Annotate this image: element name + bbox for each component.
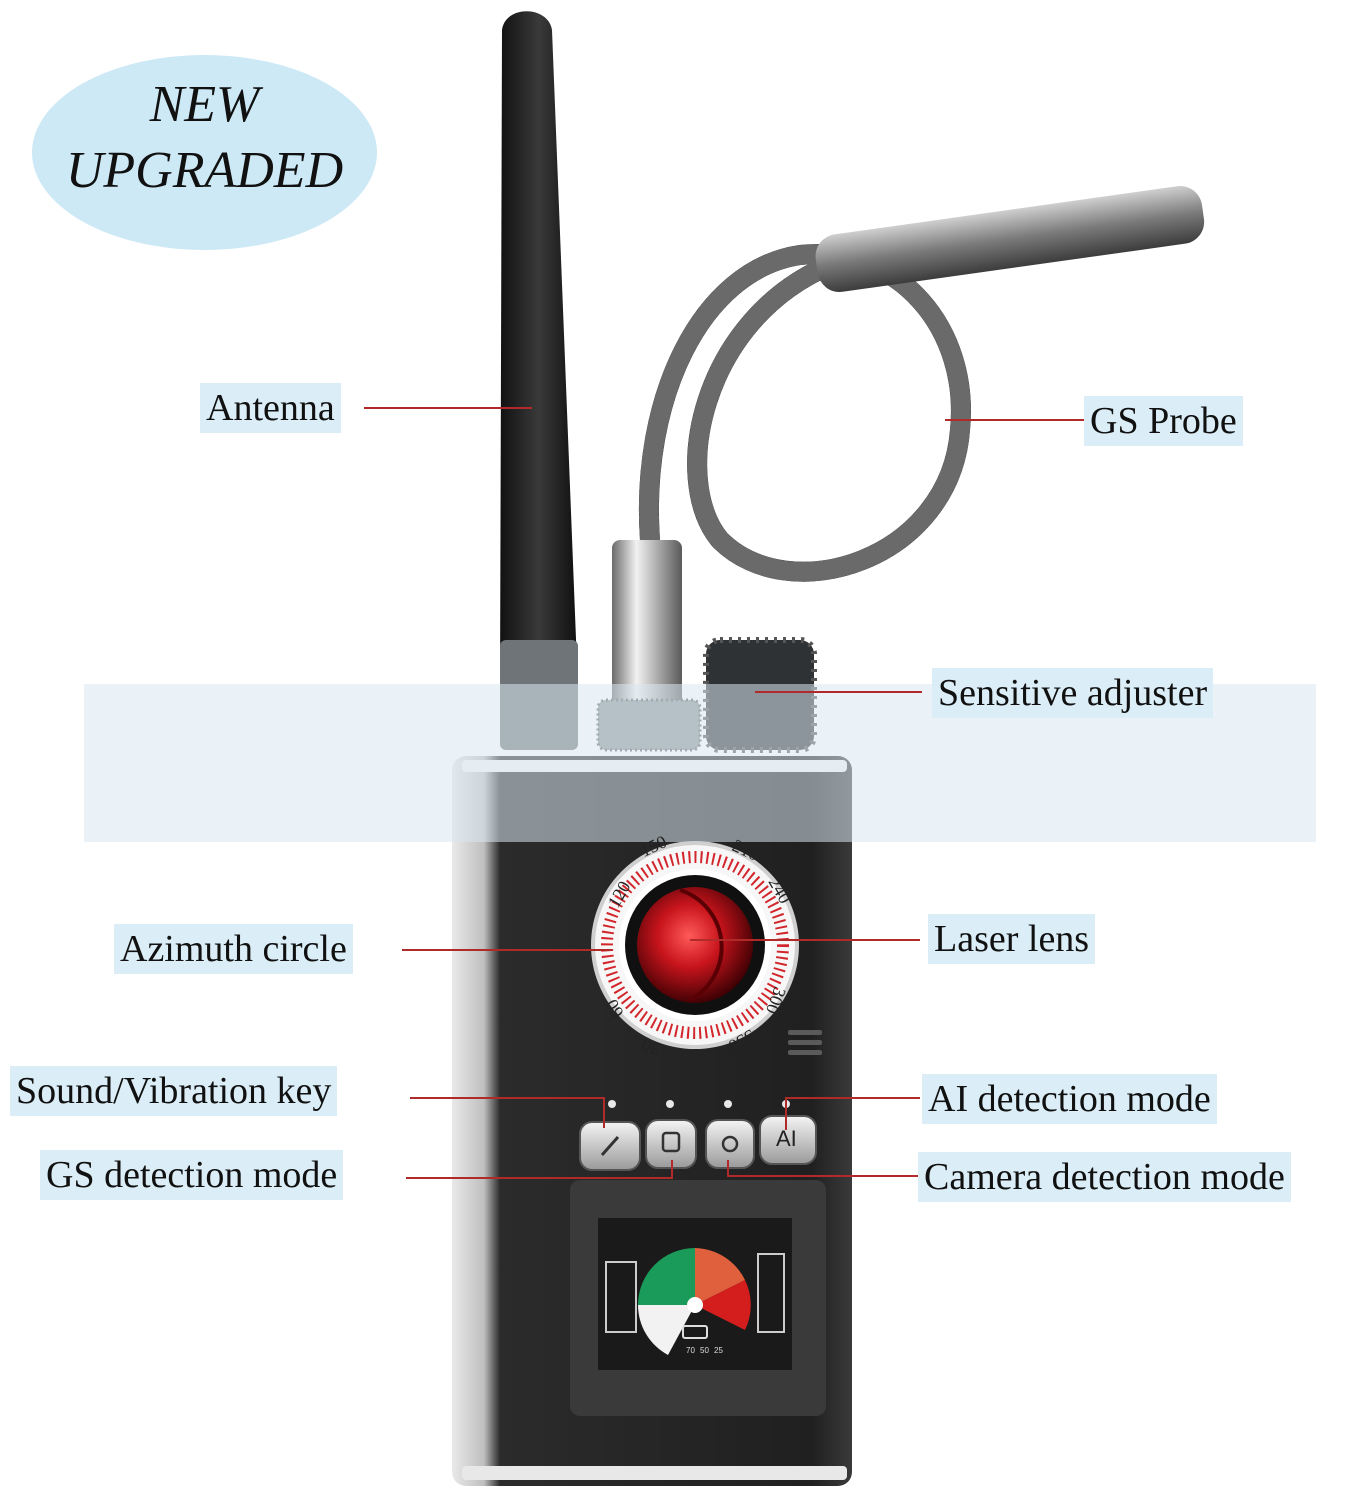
sound-vibration-button[interactable] <box>579 1121 641 1171</box>
gs-probe-tip <box>815 186 1205 293</box>
label-azimuth-circle: Azimuth circle <box>114 924 353 974</box>
badge-text: NEW UPGRADED <box>32 72 377 204</box>
ai-detection-button[interactable] <box>759 1115 817 1165</box>
label-ai-detection-mode: AI detection mode <box>922 1074 1217 1124</box>
label-camera-detection-mode: Camera detection mode <box>918 1152 1291 1202</box>
antenna-shape <box>500 11 578 750</box>
label-antenna: Antenna <box>200 383 341 433</box>
screen-scale-50: 50 <box>700 1346 709 1355</box>
speaker-slots <box>788 1030 822 1055</box>
leader-lines <box>364 407 1086 1179</box>
gs-detection-button[interactable] <box>645 1119 697 1169</box>
label-sound-vibration-key: Sound/Vibration key <box>10 1066 338 1116</box>
new-upgraded-badge <box>32 55 377 250</box>
lcd-screen <box>570 1180 826 1416</box>
label-sensitive-adjuster: Sensitive adjuster <box>932 668 1214 718</box>
badge-line-1: NEW <box>149 76 260 133</box>
label-gs-probe: GS Probe <box>1084 396 1243 446</box>
screen-scale-25: 25 <box>714 1346 723 1355</box>
screen-scale-70: 70 <box>686 1346 695 1355</box>
laser-lens-shape <box>625 875 765 1015</box>
label-gs-detection-mode: GS detection mode <box>40 1150 344 1200</box>
label-laser-lens: Laser lens <box>928 914 1096 964</box>
badge-line-2: UPGRADED <box>65 142 344 199</box>
ai-button-label: AI <box>776 1126 797 1151</box>
camera-detection-button[interactable] <box>705 1119 755 1169</box>
